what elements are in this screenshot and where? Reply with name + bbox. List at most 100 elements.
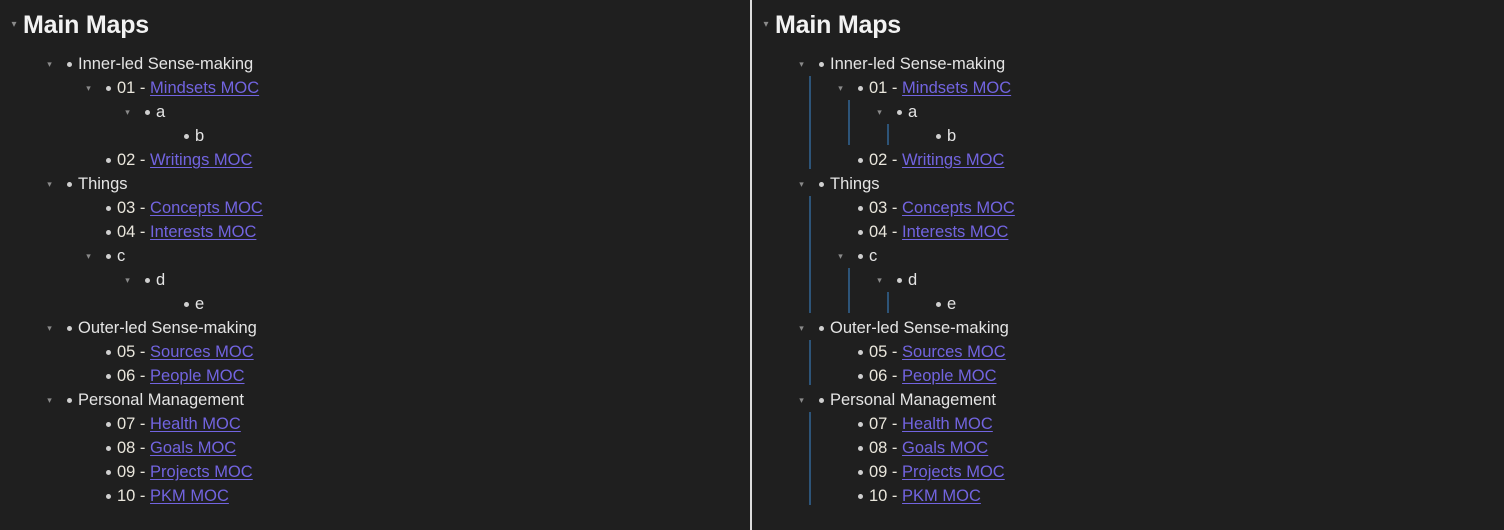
internal-link-09-projects-moc[interactable]: Projects MOC [902, 463, 1005, 481]
fold-triangle-icon[interactable]: ▾ [799, 58, 804, 69]
outline-row-b[interactable]: b [908, 124, 1504, 148]
item-number: 03 - [869, 199, 903, 217]
outline-row-03-concepts-moc[interactable]: 03 - Concepts MOC [78, 196, 750, 220]
outline-row-outer-led-sense-making[interactable]: ▾Outer-led Sense-making [39, 316, 750, 340]
fold-triangle-icon[interactable]: ▾ [799, 394, 804, 405]
fold-triangle-icon[interactable]: ▾ [877, 106, 882, 117]
outline-row-05-sources-moc[interactable]: 05 - Sources MOC [830, 340, 1504, 364]
outline-row-things[interactable]: ▾Things [39, 172, 750, 196]
outline-node: e [156, 292, 750, 316]
outline-row-c[interactable]: ▾c [78, 244, 750, 268]
internal-link-10-pkm-moc[interactable]: PKM MOC [902, 487, 981, 505]
fold-triangle-icon[interactable]: ▾ [86, 82, 91, 93]
fold-triangle-icon[interactable]: ▾ [799, 322, 804, 333]
bullet-icon [851, 157, 869, 163]
outline-row-09-projects-moc[interactable]: 09 - Projects MOC [78, 460, 750, 484]
bullet-icon [851, 349, 869, 355]
internal-link-06-people-moc[interactable]: People MOC [902, 367, 997, 385]
outline-row-10-pkm-moc[interactable]: 10 - PKM MOC [78, 484, 750, 508]
internal-link-04-interests-moc[interactable]: Interests MOC [902, 223, 1009, 241]
bullet-icon [99, 157, 117, 163]
fold-triangle-icon[interactable]: ▾ [86, 250, 91, 261]
outline-row-06-people-moc[interactable]: 06 - People MOC [78, 364, 750, 388]
outline-node: 05 - Sources MOC [830, 340, 1504, 364]
bullet-icon [851, 469, 869, 475]
outline-row-08-goals-moc[interactable]: 08 - Goals MOC [830, 436, 1504, 460]
outline-row-things[interactable]: ▾Things [791, 172, 1504, 196]
outline-row-inner-led-sense-making[interactable]: ▾Inner-led Sense-making [791, 52, 1504, 76]
internal-link-07-health-moc[interactable]: Health MOC [902, 415, 993, 433]
outline-row-04-interests-moc[interactable]: 04 - Interests MOC [830, 220, 1504, 244]
fold-triangle-icon[interactable]: ▾ [125, 274, 130, 285]
outline-row-08-goals-moc[interactable]: 08 - Goals MOC [78, 436, 750, 460]
header-fold-icon[interactable]: ▾ [11, 19, 17, 30]
outline-row-e[interactable]: e [908, 292, 1504, 316]
outline-row-b[interactable]: b [156, 124, 750, 148]
fold-triangle-icon[interactable]: ▾ [125, 106, 130, 117]
fold-triangle-icon[interactable]: ▾ [47, 322, 52, 333]
internal-link-01-mindsets-moc[interactable]: Mindsets MOC [902, 79, 1012, 97]
internal-link-01-mindsets-moc[interactable]: Mindsets MOC [150, 79, 260, 97]
internal-link-10-pkm-moc[interactable]: PKM MOC [150, 487, 229, 505]
internal-link-05-sources-moc[interactable]: Sources MOC [150, 343, 254, 361]
internal-link-08-goals-moc[interactable]: Goals MOC [150, 439, 237, 457]
outline-row-07-health-moc[interactable]: 07 - Health MOC [78, 412, 750, 436]
outline-row-personal-management[interactable]: ▾Personal Management [791, 388, 1504, 412]
outline-node: 08 - Goals MOC [830, 436, 1504, 460]
outline-row-01-mindsets-moc[interactable]: ▾01 - Mindsets MOC [78, 76, 750, 100]
outline-row-06-people-moc[interactable]: 06 - People MOC [830, 364, 1504, 388]
outline-row-04-interests-moc[interactable]: 04 - Interests MOC [78, 220, 750, 244]
outline-row-09-projects-moc[interactable]: 09 - Projects MOC [830, 460, 1504, 484]
header-fold-icon[interactable]: ▾ [763, 19, 769, 30]
internal-link-08-goals-moc[interactable]: Goals MOC [902, 439, 989, 457]
outline-row-02-writings-moc[interactable]: 02 - Writings MOC [830, 148, 1504, 172]
internal-link-02-writings-moc[interactable]: Writings MOC [150, 151, 253, 169]
outline-children: b [887, 124, 1504, 148]
fold-triangle-icon[interactable]: ▾ [838, 250, 843, 261]
bullet-dot [183, 133, 189, 139]
bullet-dot [105, 445, 111, 451]
internal-link-06-people-moc[interactable]: People MOC [150, 367, 245, 385]
internal-link-03-concepts-moc[interactable]: Concepts MOC [902, 199, 1015, 217]
internal-link-02-writings-moc[interactable]: Writings MOC [902, 151, 1005, 169]
outline-row-a[interactable]: ▾a [869, 100, 1504, 124]
outline-row-inner-led-sense-making[interactable]: ▾ Inner-led Sense-making [39, 52, 750, 76]
fold-triangle-icon[interactable]: ▾ [47, 394, 52, 405]
fold-triangle-icon[interactable]: ▾ [47, 178, 52, 189]
outline-row-outer-led-sense-making[interactable]: ▾Outer-led Sense-making [791, 316, 1504, 340]
bullet-dot [105, 373, 111, 379]
internal-link-09-projects-moc[interactable]: Projects MOC [150, 463, 253, 481]
outline-row-c[interactable]: ▾c [830, 244, 1504, 268]
outline-node: e [908, 292, 1504, 316]
outline-row-07-health-moc[interactable]: 07 - Health MOC [830, 412, 1504, 436]
item-number: 10 - [117, 487, 151, 505]
outline-row-d[interactable]: ▾d [117, 268, 750, 292]
internal-link-03-concepts-moc[interactable]: Concepts MOC [150, 199, 263, 217]
outline-row-a[interactable]: ▾a [117, 100, 750, 124]
outline-row-05-sources-moc[interactable]: 05 - Sources MOC [78, 340, 750, 364]
bullet-dot [105, 157, 111, 163]
fold-triangle-icon[interactable]: ▾ [47, 58, 52, 69]
bullet-dot [857, 85, 863, 91]
outline-row-e[interactable]: e [156, 292, 750, 316]
internal-link-05-sources-moc[interactable]: Sources MOC [902, 343, 1006, 361]
item-label: c [869, 247, 878, 265]
internal-link-07-health-moc[interactable]: Health MOC [150, 415, 241, 433]
item-label: Inner-led Sense-making [78, 55, 254, 73]
item-number: 05 - [117, 343, 151, 361]
outline-row-02-writings-moc[interactable]: 02 - Writings MOC [78, 148, 750, 172]
outline-row-10-pkm-moc[interactable]: 10 - PKM MOC [830, 484, 1504, 508]
outline-row-01-mindsets-moc[interactable]: ▾01 - Mindsets MOC [830, 76, 1504, 100]
bullet-dot [857, 229, 863, 235]
fold-triangle-icon[interactable]: ▾ [877, 274, 882, 285]
outline-node: 06 - People MOC [830, 364, 1504, 388]
outline-row-03-concepts-moc[interactable]: 03 - Concepts MOC [830, 196, 1504, 220]
outline-row-personal-management[interactable]: ▾Personal Management [39, 388, 750, 412]
outline-row-d[interactable]: ▾d [869, 268, 1504, 292]
fold-triangle-icon[interactable]: ▾ [799, 178, 804, 189]
fold-triangle-icon[interactable]: ▾ [838, 82, 843, 93]
internal-link-04-interests-moc[interactable]: Interests MOC [150, 223, 257, 241]
